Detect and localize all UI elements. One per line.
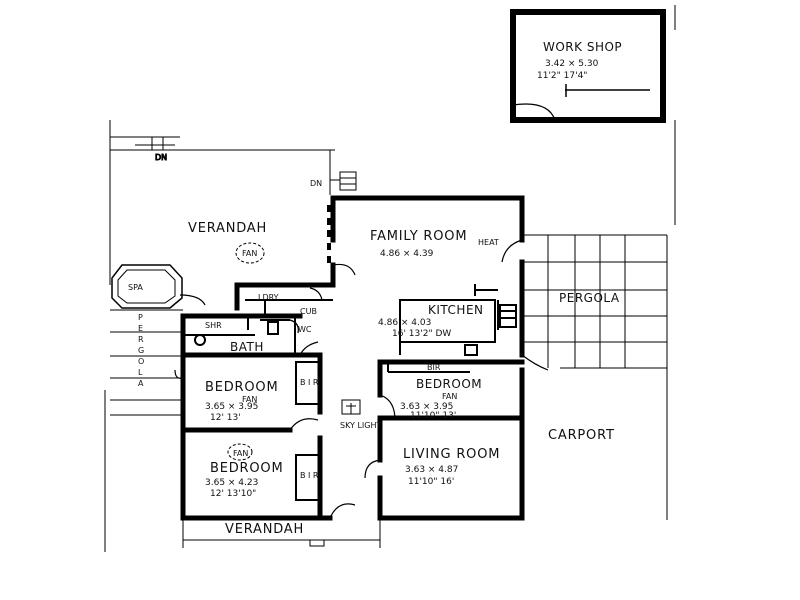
kitchen-imperial: 16' 13'2" DW (392, 329, 451, 339)
pergola-left-letter: O (138, 357, 144, 366)
dn-top-label: DN (155, 153, 167, 162)
verandah-bottom-label: VERANDAH (225, 522, 304, 537)
bedroom-bottom-left-fan: FAN (233, 449, 248, 458)
verandah-bottom (182, 518, 381, 548)
bedroom-top-left-fan: FAN (242, 395, 257, 404)
verandah-steps: DN (310, 171, 357, 191)
bedroom-bottom-left-label: BEDROOM (210, 461, 283, 476)
verandah-top-label: VERANDAH (188, 221, 267, 236)
kitchen-label: KITCHEN (428, 303, 484, 317)
spa-label: SPA (128, 283, 143, 292)
pergola-left-letter: A (138, 379, 144, 388)
bedroom-bottom-left-metric: 3.65 × 4.23 (205, 478, 258, 488)
family-room-dims: 4.86 × 4.39 (380, 249, 434, 259)
bedroom-bottom-left-bir: B I R (300, 471, 319, 480)
pergola-right-label: PERGOLA (559, 291, 620, 305)
bath-label: BATH (230, 340, 264, 354)
bedroom-top-left-bir: B I R (300, 378, 319, 387)
bedroom-bottom-left-imperial: 12' 13'10" (210, 489, 256, 499)
pergola-left-letter: E (138, 324, 143, 333)
workshop-label: WORK SHOP (543, 40, 622, 54)
living-room-metric: 3.63 × 4.87 (405, 465, 458, 475)
kitchen-metric: 4.86 × 4.03 (378, 318, 431, 328)
pergola-left-letter: R (138, 335, 144, 344)
pergola-left-letter: L (138, 368, 143, 377)
carport-label: CARPORT (548, 428, 615, 443)
pergola-right-grid (522, 234, 667, 369)
bedroom-right-imperial: 11'10" 13' (410, 411, 456, 421)
bedroom-right-fan: FAN (442, 392, 457, 401)
door-swings (174, 239, 549, 519)
pergola-left-label: P E R G O L A (138, 313, 144, 388)
family-room-label: FAMILY ROOM (370, 229, 467, 244)
workshop: WORK SHOP 3.42 × 5.30 11'2" 17'4" (510, 9, 666, 123)
top-steps: DN (135, 137, 175, 163)
workshop-imperial: 11'2" 17'4" (537, 71, 587, 81)
wc-label: WC (298, 325, 312, 334)
fan-circles (227, 242, 265, 461)
interior-lines (183, 284, 517, 501)
living-room-imperial: 11'10" 16' (408, 477, 454, 487)
skylight-label: SKY LIGHT (340, 421, 382, 430)
bedroom-top-left-label: BEDROOM (205, 380, 278, 395)
verandah-posts (327, 205, 331, 263)
pergola-left-slats (110, 309, 183, 416)
verandah-fan-label: FAN (242, 249, 257, 258)
bir-label: BIR (427, 363, 441, 372)
dn-side-label: DN (310, 179, 322, 188)
laundry-label: LDRY (258, 293, 279, 302)
pergola-left-letter: P (138, 313, 143, 322)
spa: SPA (111, 264, 183, 309)
heat-label: HEAT (478, 238, 499, 247)
boundary-lines (104, 5, 676, 552)
skylight (341, 399, 361, 415)
shower-label: SHR (205, 321, 222, 330)
bedroom-top-left-metric: 3.65 × 3.95 (205, 402, 258, 412)
bedroom-right-label: BEDROOM (416, 377, 482, 391)
living-room-label: LIVING ROOM (403, 447, 500, 462)
cupboard-label: CUB (300, 307, 317, 316)
bedroom-top-left-imperial: 12' 13' (210, 413, 241, 423)
pergola-left-letter: G (138, 346, 144, 355)
bedroom-right-metric: 3.63 × 3.95 (400, 402, 453, 412)
workshop-metric: 3.42 × 5.30 (545, 59, 599, 69)
